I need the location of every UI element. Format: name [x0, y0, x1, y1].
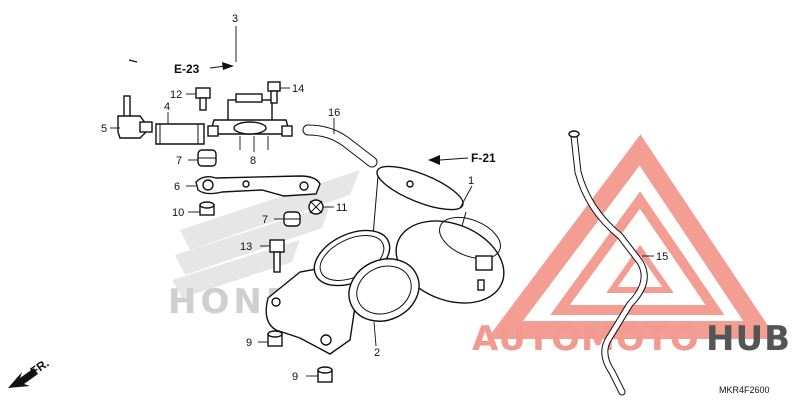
- part-8-valve: [207, 93, 293, 137]
- callout-10: 10: [172, 207, 184, 219]
- callout-14: 14: [292, 83, 304, 95]
- callout-5: 5: [101, 123, 107, 135]
- watermark-text-hub: HUB: [706, 319, 791, 359]
- callout-9-lower: 9: [292, 371, 298, 383]
- front-direction-arrow-icon: [8, 368, 38, 388]
- drawing-code: MKR4F2600: [719, 385, 770, 395]
- part-2-mount: [265, 229, 420, 355]
- part-11-clip: [308, 199, 324, 215]
- callout-7-lower: 7: [262, 214, 268, 226]
- callout-13: 13: [240, 241, 252, 253]
- callout-2: 2: [374, 347, 380, 359]
- leader-f21: [439, 157, 469, 161]
- part-7-grommet-lower: [283, 211, 301, 227]
- callout-8: 8: [250, 155, 256, 167]
- part-6-bracket: [195, 175, 321, 197]
- callout-15: 15: [656, 251, 668, 263]
- callout-16: 16: [328, 107, 340, 119]
- callout-11: 11: [336, 202, 347, 214]
- part-5-pipe: [117, 95, 153, 139]
- part-9-nut-lower: [317, 366, 333, 383]
- reference-e23: E-23: [174, 62, 200, 76]
- callout-7-upper: 7: [176, 155, 182, 167]
- arrow-e23-icon: [222, 62, 234, 70]
- part-16-hose: [302, 124, 378, 168]
- watermark-text-automoto: AUTOMOTO: [472, 319, 700, 359]
- arrow-f21-icon: [428, 155, 440, 165]
- callout-6: 6: [174, 181, 180, 193]
- callout-9-upper: 9: [246, 337, 252, 349]
- part-9-nut-upper: [267, 330, 283, 347]
- reference-f21: F-21: [471, 151, 496, 165]
- callout-1: 1: [468, 175, 474, 187]
- callout-12: 12: [170, 89, 182, 101]
- leader-2: [373, 321, 377, 347]
- part-13-bolt: [269, 239, 285, 273]
- callout-4: 4: [164, 101, 170, 113]
- part-14-bolt: [267, 81, 281, 104]
- part-15-hose: [568, 130, 648, 396]
- leader-1: [459, 185, 473, 209]
- part-4-hose: [155, 123, 205, 145]
- part-7-grommet-upper: [197, 149, 217, 167]
- callout-3: 3: [232, 13, 238, 25]
- part-3-hose: [128, 19, 269, 80]
- part-10-nut: [199, 201, 215, 216]
- part-12-bolt: [195, 87, 211, 111]
